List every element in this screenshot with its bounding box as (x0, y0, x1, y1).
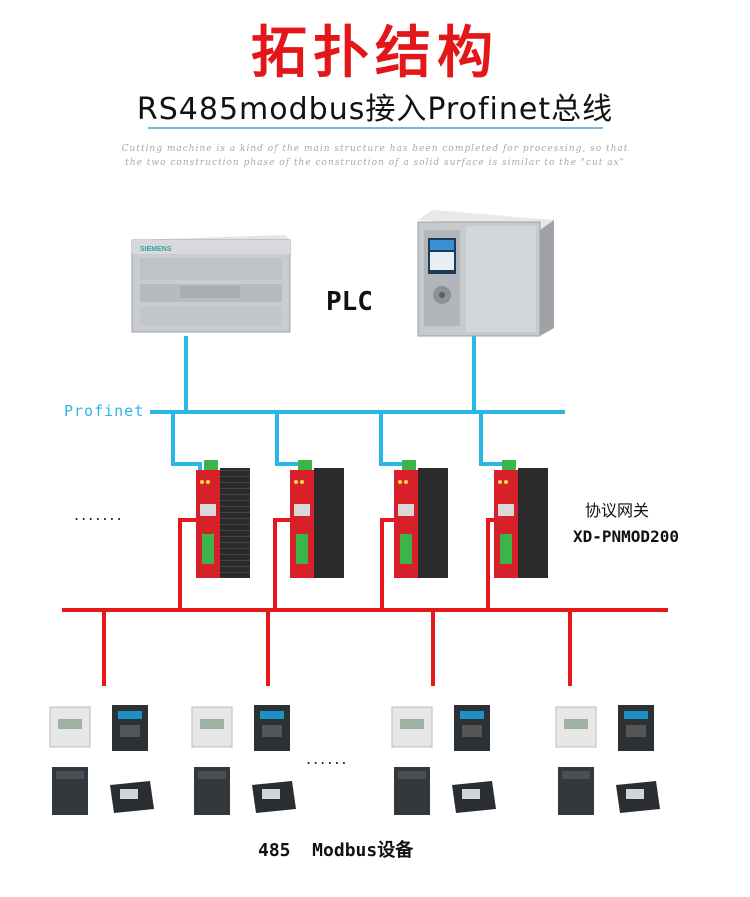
controller-icon (252, 781, 296, 813)
device-group-2 (191, 705, 296, 815)
gateway-icon-4 (494, 460, 548, 578)
controller-icon (616, 781, 660, 813)
energy-meter-icon (191, 706, 233, 748)
page-subtitle: RS485modbus接入Profinet总线 (136, 92, 614, 127)
energy-meter-icon (391, 706, 433, 748)
device-group-3 (391, 705, 496, 815)
drive-icon (558, 767, 594, 815)
energy-meter-icon (555, 706, 597, 748)
page-title: 拓扑结构 (251, 21, 499, 86)
plc-cpu-icon (417, 210, 554, 337)
gateway-ellipsis: ....... (74, 505, 124, 524)
gateway-model-label: XD-PNMOD200 (573, 527, 679, 546)
inverter-icon (112, 705, 148, 751)
controller-icon (110, 781, 154, 813)
inverter-icon (618, 705, 654, 751)
device-group-1 (49, 705, 154, 815)
gateway-label-cn: 协议网关 (585, 501, 650, 520)
tagline-line-2: the two construction phase of the constr… (125, 158, 625, 168)
tagline-line-1: Cutting machine is a kind of the main st… (121, 144, 629, 154)
plc-label: PLC (326, 287, 373, 317)
gateway-icon-1 (196, 460, 250, 578)
drive-icon (52, 767, 88, 815)
device-group-4 (555, 705, 660, 815)
controller-icon (452, 781, 496, 813)
drive-icon (194, 767, 230, 815)
device-ellipsis: ...... (306, 749, 349, 768)
gateway-icon-2 (290, 460, 344, 578)
energy-meter-icon (49, 706, 91, 748)
device-label: 485 Modbus设备 (258, 840, 414, 861)
plc-brand-text: SIEMENS (140, 246, 172, 253)
profinet-bus-label: Profinet (64, 402, 145, 420)
plc-compact-icon: SIEMENS (131, 235, 291, 333)
inverter-icon (254, 705, 290, 751)
drive-icon (394, 767, 430, 815)
gateway-icon-3 (394, 460, 448, 578)
subtitle-underline (148, 127, 603, 129)
inverter-icon (454, 705, 490, 751)
